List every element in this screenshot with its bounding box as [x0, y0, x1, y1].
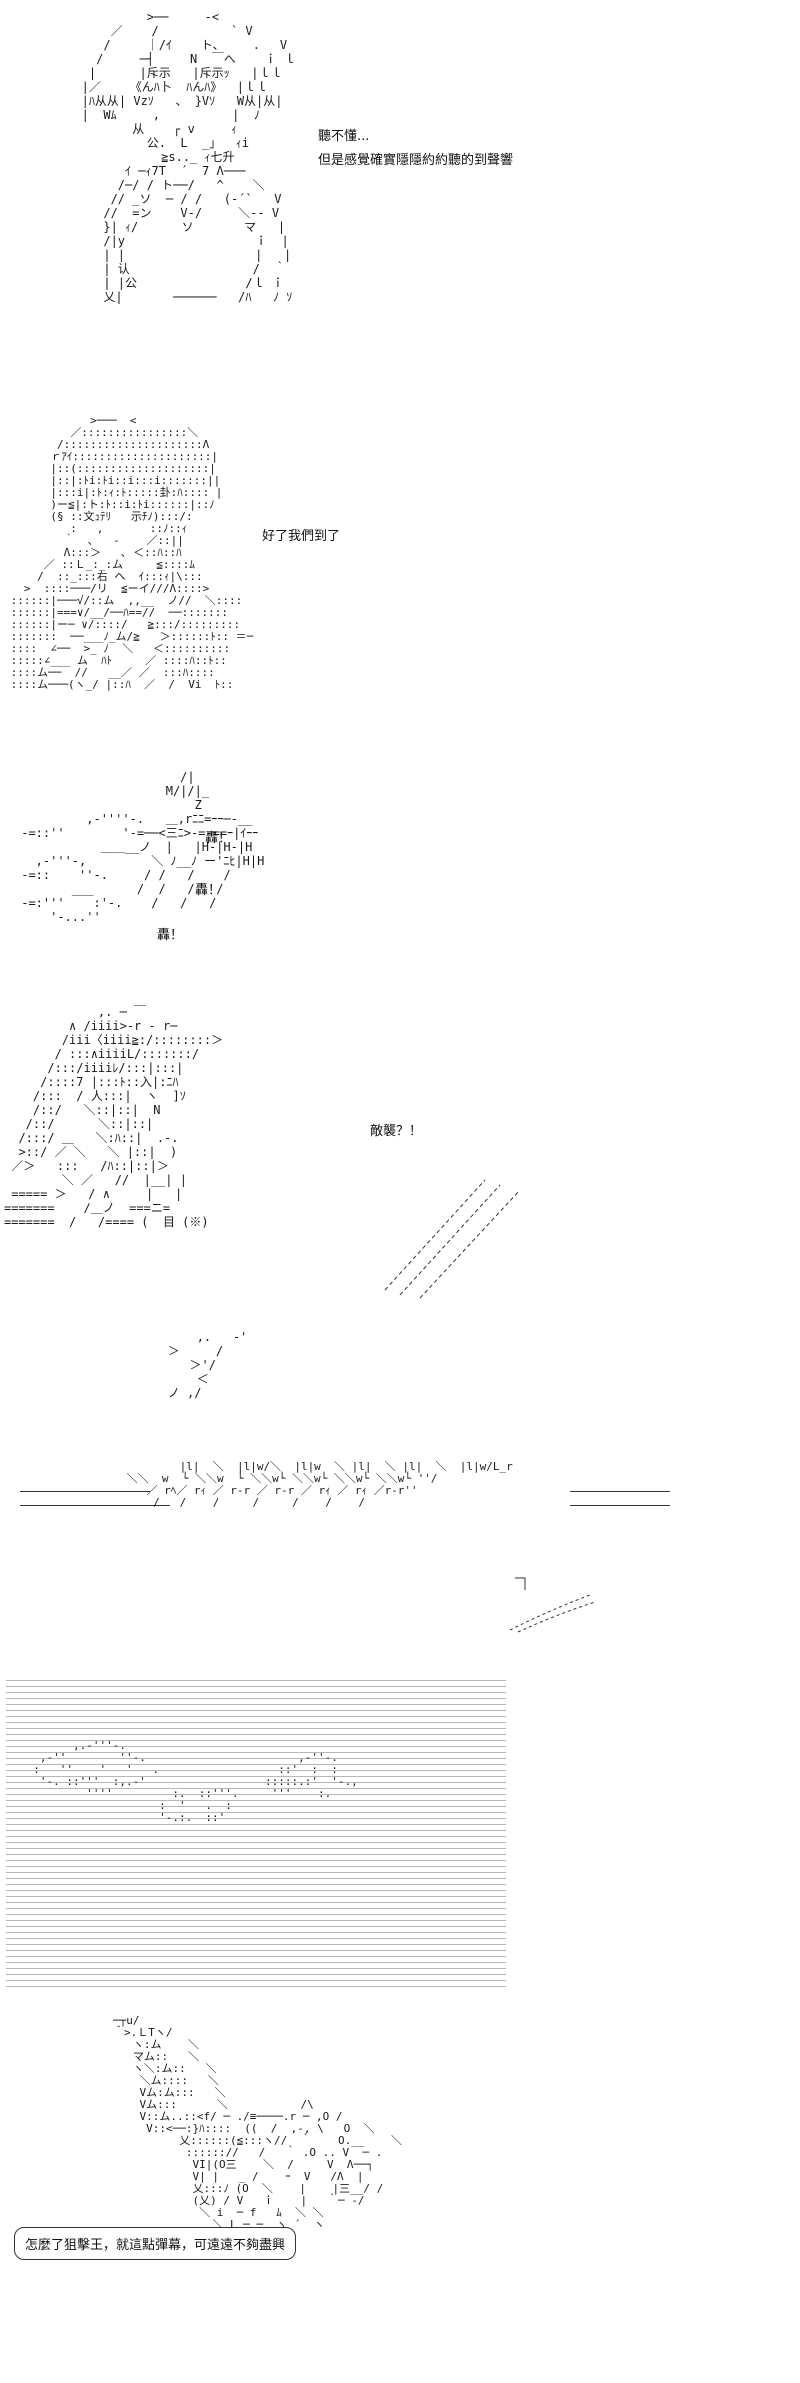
- sfx-boom-2: 轟！: [195, 883, 222, 898]
- dialog-arrived: 好了我們到了: [262, 529, 341, 544]
- panel-1: >── -< ／ / ` V / ｜/ｲ ト、 ． V / ─┤ N ￣へ ｉ …: [0, 0, 800, 400]
- ascii-art-explosion-smoke: ,.-'''-. ,-'' ''-. ,-''-. : '' ' ' . ::'…: [33, 1739, 358, 1824]
- dialog-line-1: 聽不懂...: [318, 129, 370, 144]
- panel-3: /| M/|/|_ Z ,-''''-. ＿,rﾆﾆ=ｰｰ─-__ -=::''…: [0, 770, 800, 980]
- panel-2: >─── < ／::::::::::::::::＼ /:::::::::::::…: [0, 405, 800, 765]
- dialog-enemy-attack: 敵襲？！: [370, 1124, 423, 1139]
- sfx-boom-1: 轟！: [205, 831, 232, 846]
- panel-4: ,. ─ ￣ ∧ /iiii>‐r ‐ r─ /iii〈iiii≧:/:::::…: [0, 1005, 800, 1300]
- sfx-boom-3: 轟！: [157, 928, 184, 943]
- ground-line-right: [570, 1491, 670, 1492]
- panel-7: ,.-'''-. ,-'' ''-. ,-''-. : '' ' ' . ::'…: [0, 1680, 800, 2000]
- panel-8: ─┬u/ ￣ ＾>.ＬTヽ/ ヽ:ム ＼ マム:: ＼ ヽ＼:ム:: ＼ ＼ム:…: [0, 2015, 800, 2383]
- screentone-lines: [6, 1680, 506, 1992]
- panel-6: |l| ＼ |l|w/＼ |l|w ＼ |l| ＼ |l| ＼ |l|w/L_r…: [0, 1445, 800, 1565]
- streak-graphic: [509, 1577, 596, 1633]
- panel-streak: [0, 1565, 800, 1645]
- panel-5: ,. ‐' ＞ / ＞'/ ＜ ノ ,/: [0, 1320, 800, 1460]
- ascii-art-barrage-row: |l| ＼ |l|w/＼ |l|w ＼ |l| ＼ |l| ＼ |l|w/L_r…: [126, 1460, 513, 1509]
- dialog-line-2: 但是感覺確實隱隱約約聽的到聲響: [318, 153, 514, 168]
- ground-line-lower-left: [20, 1505, 170, 1506]
- ascii-art-armored-girl: ,. ─ ￣ ∧ /iiii>‐r ‐ r─ /iii〈iiii≧:/:::::…: [4, 1005, 224, 1229]
- ground-line-lower-right: [570, 1505, 670, 1506]
- ascii-art-tank-firing: /| M/|/|_ Z ,-''''-. ＿,rﾆﾆ=ｰｰ─-__ -=::''…: [21, 770, 265, 924]
- ascii-art-girl-portrait: >── -< ／ / ` V / ｜/ｲ ト、 ． V / ─┤ N ￣へ ｉ …: [81, 10, 296, 304]
- ascii-art-effect-strokes: ,. ‐' ＞ / ＞'/ ＜ ノ ,/: [167, 1330, 248, 1400]
- ascii-art-mech-and-gunner: ─┬u/ ￣ ＾>.ＬTヽ/ ヽ:ム ＼ マム:: ＼ ヽ＼:ム:: ＼ ＼ム:…: [112, 2015, 403, 2231]
- incoming-shell-streaks: [384, 1179, 521, 1299]
- ground-line-left: [20, 1491, 150, 1492]
- speech-bubble-taunt: 怎麼了狙擊王，就這點彈幕，可遠遠不夠盡興: [14, 2227, 297, 2260]
- ascii-art-girl-arrival: >─── < ／::::::::::::::::＼ /:::::::::::::…: [10, 414, 254, 691]
